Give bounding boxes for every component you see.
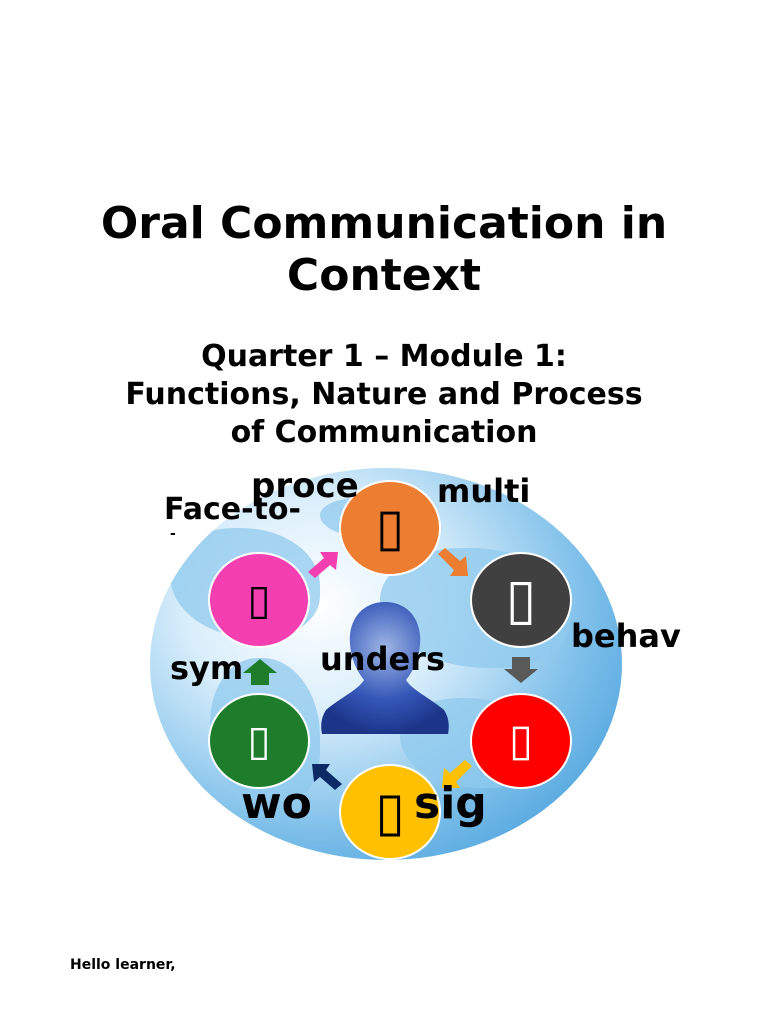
- missing-glyph-icon: ▯: [375, 498, 405, 558]
- person-silhouette-icon: [321, 602, 449, 734]
- node-face-to-face: ▯: [208, 552, 310, 648]
- document-title: Oral Communication in Context: [0, 198, 768, 302]
- label-symbol: sym: [170, 649, 244, 687]
- subtitle-line: of Communication: [230, 415, 538, 450]
- missing-glyph-icon: ▯: [375, 780, 405, 843]
- missing-glyph-icon: ▯: [505, 567, 537, 632]
- label-multi: multi: [437, 472, 531, 510]
- greeting-text: Hello learner,: [70, 957, 176, 973]
- node-behavior: ▯: [470, 693, 572, 789]
- label-face-to-face-dash: -: [170, 526, 176, 542]
- missing-glyph-icon: ▯: [247, 575, 271, 624]
- subtitle-line: Functions, Nature and Process: [125, 377, 643, 412]
- module-subtitle: Quarter 1 – Module 1: Functions, Nature …: [0, 338, 768, 452]
- title-line: Oral Communication in: [100, 198, 668, 249]
- label-word: wo: [241, 778, 312, 829]
- arrow-icon: [312, 764, 342, 790]
- node-multi: ▯: [470, 552, 572, 648]
- label-signal: sig: [414, 778, 487, 829]
- label-understanding: unders: [320, 640, 445, 678]
- missing-glyph-icon: ▯: [508, 715, 534, 766]
- node-signal: ▯: [339, 764, 441, 860]
- node-process: ▯: [339, 480, 441, 576]
- node-word: ▯: [208, 693, 310, 789]
- arrow-icon: [243, 659, 277, 685]
- label-process: proce: [251, 466, 359, 506]
- label-face-to-face: Face-to-: [164, 492, 301, 527]
- title-line: Context: [286, 250, 482, 301]
- arrow-icon: [308, 552, 338, 578]
- arrow-icon: [442, 760, 472, 788]
- label-behavior: behav: [571, 617, 681, 655]
- arrow-icon: [438, 548, 468, 576]
- subtitle-line: Quarter 1 – Module 1:: [201, 339, 567, 374]
- arrow-icon: [504, 657, 538, 683]
- missing-glyph-icon: ▯: [247, 716, 271, 765]
